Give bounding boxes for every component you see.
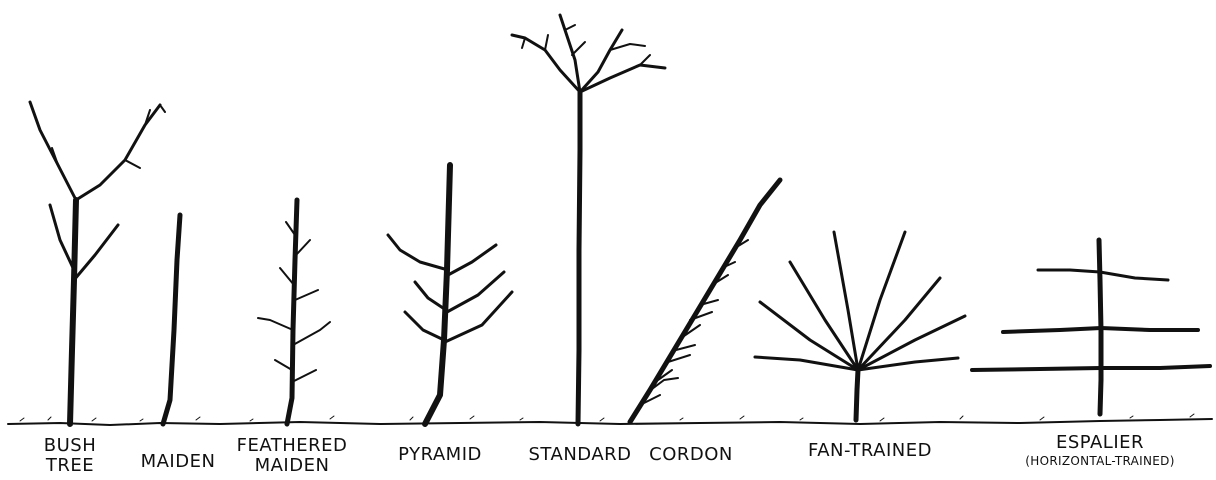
feathered-maiden-label-line1: FEATHERED (237, 435, 348, 456)
bush-tree-label-line2: TREE (46, 455, 94, 476)
espalier-label-text: ESPALIER (1056, 432, 1144, 453)
maiden-label: MAIDEN (128, 452, 228, 472)
ground-texture (20, 414, 1194, 421)
ground-line (8, 419, 1212, 425)
bush-tree-drawing (30, 102, 165, 424)
feathered-maiden-drawing (258, 200, 330, 424)
espalier-drawing (972, 240, 1210, 414)
bush-tree-label-line1: BUSH (44, 435, 96, 456)
pyramid-label: PYRAMID (380, 445, 500, 465)
standard-label: STANDARD (520, 445, 640, 465)
cordon-label-text: CORDON (649, 444, 733, 465)
feathered-maiden-label: FEATHERED MAIDEN (222, 436, 362, 476)
fan-trained-label: FAN-TRAINED (780, 441, 960, 461)
feathered-maiden-label-line2: MAIDEN (255, 455, 330, 476)
pyramid-drawing (388, 165, 512, 424)
bush-tree-label: BUSH TREE (30, 436, 110, 476)
maiden-label-text: MAIDEN (141, 451, 216, 472)
standard-label-text: STANDARD (528, 444, 631, 465)
standard-drawing (512, 15, 665, 424)
espalier-sublabel: (HORIZONTAL-TRAINED) (990, 453, 1210, 469)
fan-trained-label-text: FAN-TRAINED (808, 440, 932, 461)
fan-trained-drawing (755, 232, 965, 420)
pyramid-label-text: PYRAMID (398, 444, 482, 465)
cordon-label: CORDON (636, 445, 746, 465)
maiden-drawing (163, 215, 180, 424)
cordon-drawing (630, 180, 780, 422)
espalier-label: ESPALIER (HORIZONTAL-TRAINED) (990, 433, 1210, 469)
